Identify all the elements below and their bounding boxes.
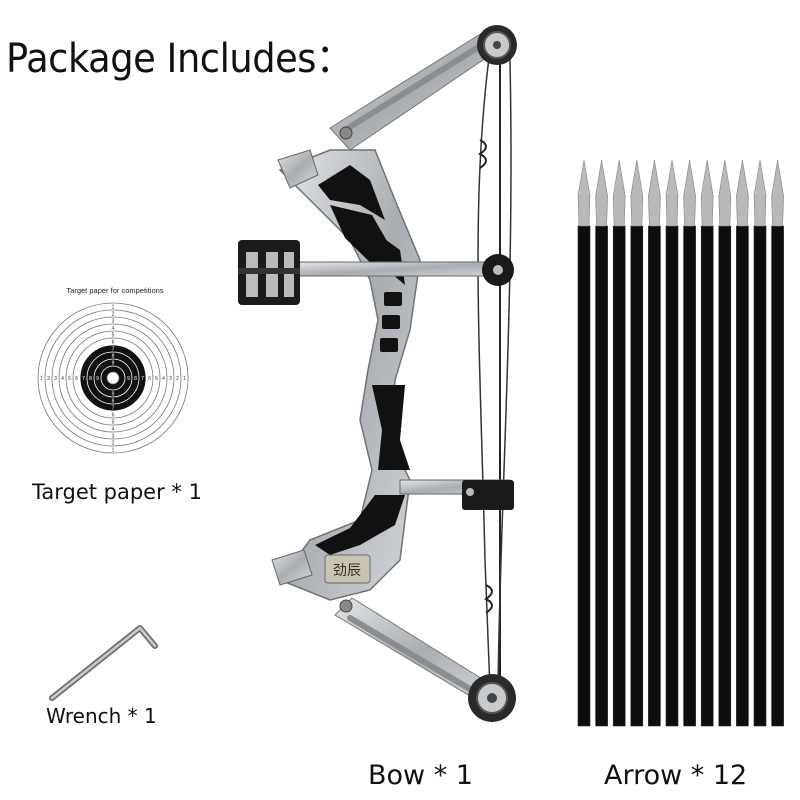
- target-ring-number: 3: [112, 319, 115, 325]
- arrow-shaft: [665, 225, 679, 727]
- arrow-tip: [665, 159, 679, 227]
- target-ring-number: 4: [61, 376, 64, 382]
- target-ring-number: 5: [112, 420, 115, 426]
- arrow-tip: [648, 159, 661, 227]
- target-ring-number: 2: [47, 376, 50, 382]
- arrow-shaft: [753, 225, 767, 727]
- target-ring-number: 6: [112, 413, 115, 419]
- target-paper-title: Target paper for competitions: [66, 286, 164, 295]
- target-ring-number: 8: [112, 354, 115, 360]
- wrench-caption: Wrench * 1: [46, 704, 157, 728]
- target-ring-number: 7: [112, 347, 115, 353]
- target-ring-number: 4: [112, 326, 115, 332]
- target-ring-number: 8: [89, 376, 92, 382]
- arrow-shaft: [771, 225, 784, 727]
- target-ring-number: 6: [148, 376, 151, 382]
- arrow-tip: [612, 159, 626, 227]
- target-ring-number: 7: [141, 376, 144, 382]
- target-ring-number: 8: [134, 376, 137, 382]
- target-ring-number: 1: [40, 376, 43, 382]
- target-ring-number: 3: [54, 376, 57, 382]
- arrow-tip: [577, 159, 591, 227]
- target-ring-number: 2: [176, 376, 179, 382]
- target-ring-number: 1: [183, 376, 186, 382]
- target-ring-number: 4: [112, 427, 115, 433]
- target-ring-number: 3: [169, 376, 172, 382]
- arrow-tip: [630, 159, 644, 227]
- arrow-shaft: [630, 225, 644, 727]
- arrow-tip: [718, 159, 732, 227]
- arrow-shaft: [718, 225, 732, 727]
- target-ring-number: 7: [82, 376, 85, 382]
- arrow-shaft: [683, 225, 696, 727]
- target-ring-number: 1: [112, 305, 115, 311]
- arrow-tip: [700, 159, 714, 227]
- arrow-tip: [736, 159, 749, 227]
- bow-logo-text: 劲辰: [333, 563, 361, 579]
- target-ring-number: 9: [112, 392, 115, 398]
- bow-caption: Bow * 1: [368, 760, 473, 791]
- arrow-shaft: [736, 225, 749, 727]
- target-ring-number: 6: [112, 340, 115, 346]
- target-ring-number: 5: [155, 376, 158, 382]
- arrow-shaft: [577, 225, 591, 727]
- target-ring-number: 6: [75, 376, 78, 382]
- target-ring-number: 9: [96, 376, 99, 382]
- arrow-tip: [753, 159, 767, 227]
- arrow-shaft: [612, 225, 626, 727]
- arrow-shaft: [648, 225, 661, 727]
- target-ring-number: 2: [112, 441, 115, 447]
- target-ring-number: 9: [112, 361, 115, 367]
- target-ring-number: 4: [162, 376, 165, 382]
- arrow-shaft: [700, 225, 714, 727]
- target-ring-number: 8: [112, 399, 115, 405]
- arrow-tip: [771, 159, 784, 227]
- target-center: [111, 376, 115, 380]
- target-ring-number: 9: [127, 376, 130, 382]
- target-ring-number: 5: [112, 333, 115, 339]
- arrow-caption: Arrow * 12: [604, 760, 748, 791]
- target-ring-number: 2: [112, 312, 115, 318]
- target-ring-number: 1: [112, 448, 115, 454]
- page-title: Package Includes：: [6, 36, 353, 82]
- target-ring-number: 3: [112, 434, 115, 440]
- target-ring-number: 7: [112, 406, 115, 412]
- target-ring-number: 5: [68, 376, 71, 382]
- arrow-shaft: [595, 225, 608, 727]
- arrow-tip: [595, 159, 608, 227]
- target-paper-caption: Target paper * 1: [32, 480, 202, 504]
- arrow-tip: [683, 159, 696, 227]
